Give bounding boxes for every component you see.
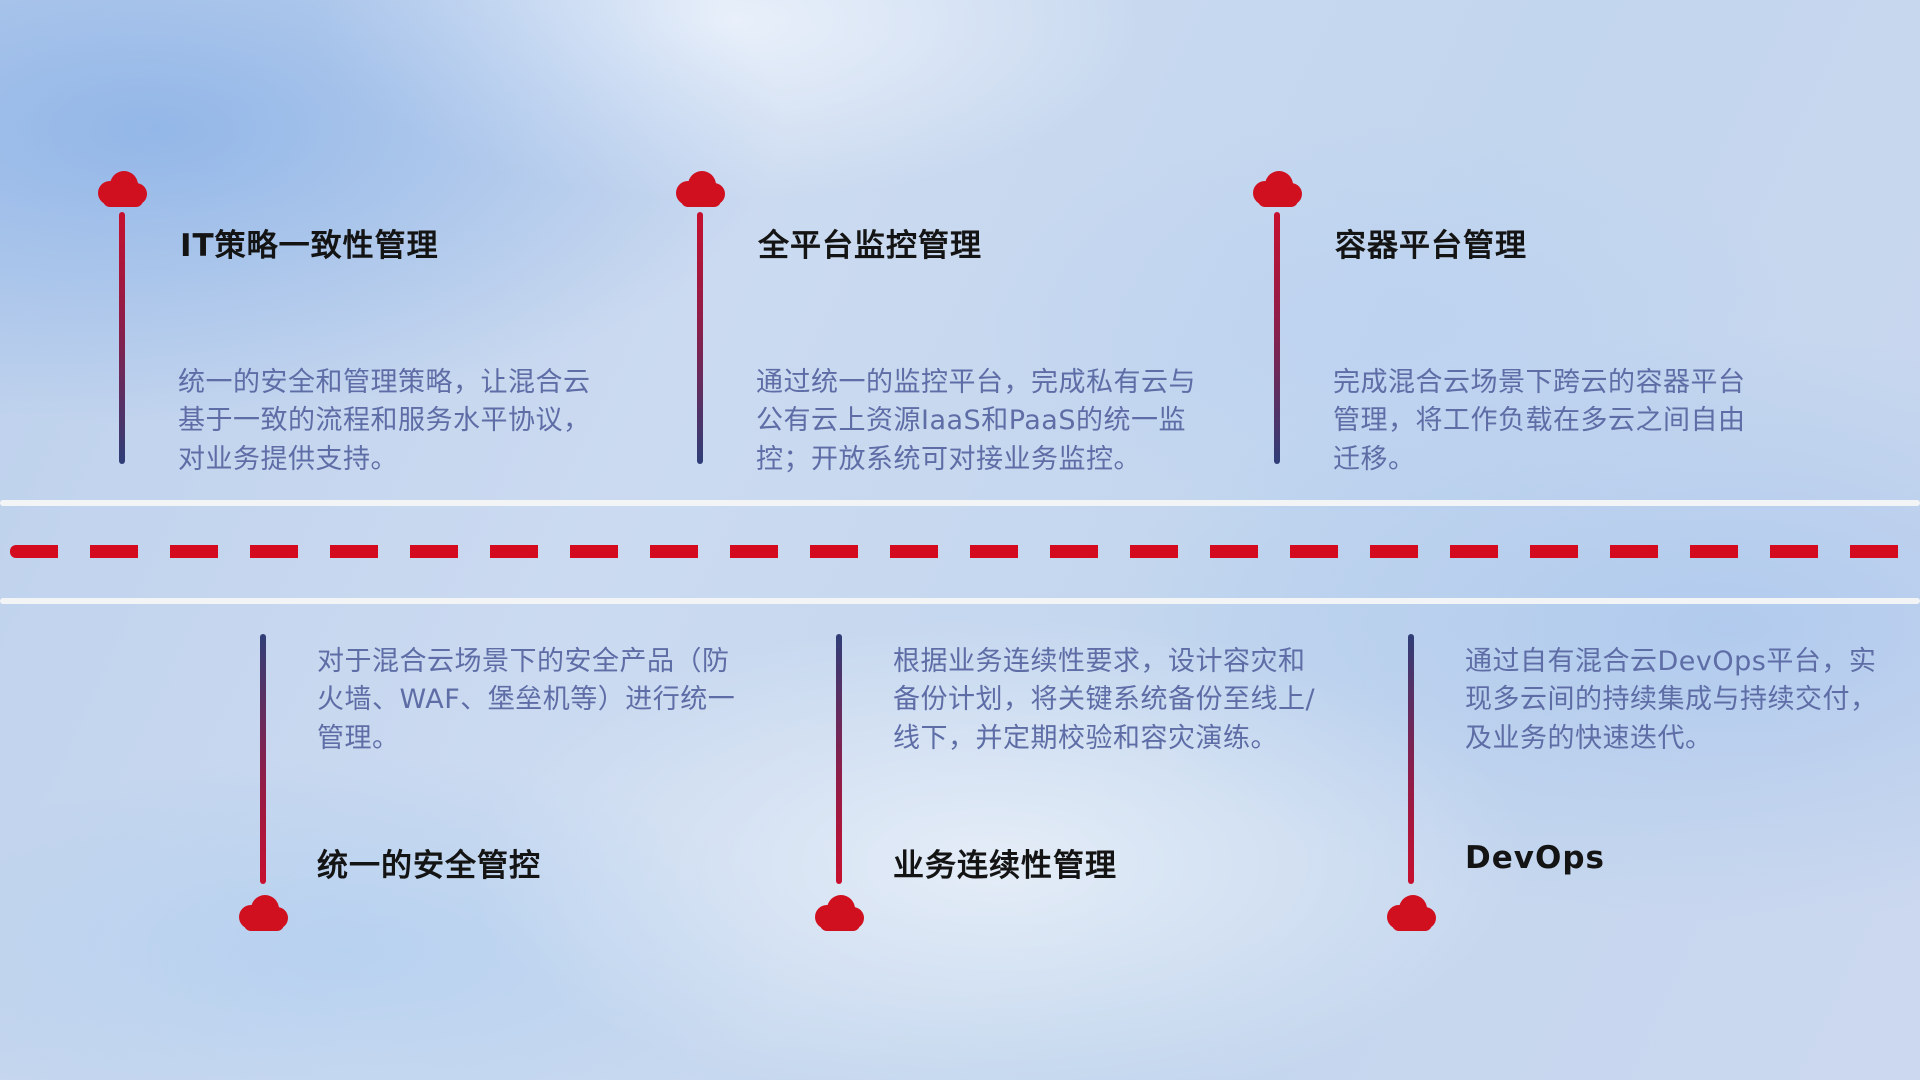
road-edge-bottom <box>0 598 1920 604</box>
capability-item-business-continuity: 根据业务连续性要求，设计容灾和备份计划，将关键系统备份至线上/线下，并定期校验和… <box>811 630 1315 960</box>
road-dashed-centerline <box>10 545 1910 558</box>
item-description: 根据业务连续性要求，设计容灾和备份计划，将关键系统备份至线上/线下，并定期校验和… <box>893 646 1316 754</box>
capability-item-it-policy: IT策略一致性管理 统一的安全和管理策略，让混合云基于一致的流程和服务水平协议，… <box>94 168 594 508</box>
item-title: IT策略一致性管理 <box>180 228 439 264</box>
capability-item-security-control: 对于混合云场景下的安全产品（防火墙、WAF、堡垒机等）进行统一管理。 统一的安全… <box>235 630 735 960</box>
item-title: 统一的安全管控 <box>317 848 541 884</box>
cloud-icon <box>672 168 728 208</box>
cloud-icon <box>235 892 291 932</box>
item-title: 业务连续性管理 <box>893 848 1117 884</box>
item-description: 通过自有混合云DevOps平台，实现多云间的持续集成与持续交付，及业务的快速迭代… <box>1465 646 1878 754</box>
item-description: 统一的安全和管理策略，让混合云基于一致的流程和服务水平协议，对业务提供支持。 <box>178 367 591 475</box>
capability-item-devops: 通过自有混合云DevOps平台，实现多云间的持续集成与持续交付，及业务的快速迭代… <box>1383 630 1883 960</box>
connector-line <box>836 634 842 884</box>
connector-line <box>260 634 266 884</box>
cloud-icon <box>1383 892 1439 932</box>
connector-line <box>119 212 125 464</box>
capability-item-container-platform: 容器平台管理 完成混合云场景下跨云的容器平台管理，将工作负载在多云之间自由迁移。 <box>1249 168 1749 508</box>
item-title: DevOps <box>1465 840 1605 876</box>
item-description: 对于混合云场景下的安全产品（防火墙、WAF、堡垒机等）进行统一管理。 <box>317 646 736 754</box>
road-edge-top <box>0 500 1920 506</box>
item-title: 容器平台管理 <box>1335 228 1527 264</box>
connector-line <box>697 212 703 464</box>
connector-line <box>1274 212 1280 464</box>
item-description: 完成混合云场景下跨云的容器平台管理，将工作负载在多云之间自由迁移。 <box>1333 367 1746 475</box>
cloud-icon <box>1249 168 1305 208</box>
item-description: 通过统一的监控平台，完成私有云与公有云上资源IaaS和PaaS的统一监控；开放系… <box>756 367 1196 475</box>
item-title: 全平台监控管理 <box>758 228 982 264</box>
connector-line <box>1408 634 1414 884</box>
capability-item-monitoring: 全平台监控管理 通过统一的监控平台，完成私有云与公有云上资源IaaS和PaaS的… <box>672 168 1196 508</box>
cloud-icon <box>94 168 150 208</box>
cloud-icon <box>811 892 867 932</box>
